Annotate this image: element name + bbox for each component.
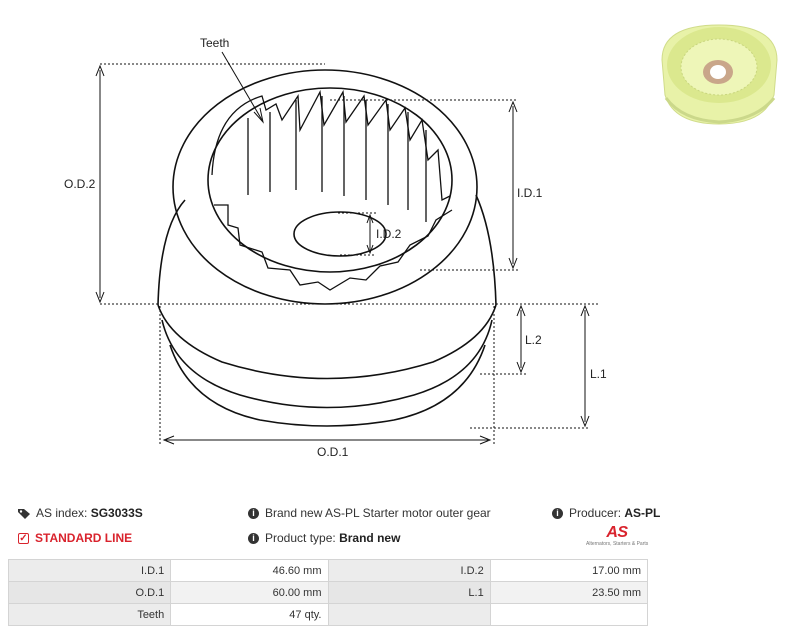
spec-value: 47 qty. (170, 603, 329, 626)
standard-line-text: STANDARD LINE (35, 531, 133, 545)
product-type: i Product type: Brand new (248, 531, 400, 545)
as-pl-logo: AS Alternators, Starters & Parts (586, 524, 648, 552)
producer-label: Producer: (569, 506, 622, 520)
spec-value: 17.00 mm (489, 559, 649, 582)
info-icon: i (248, 532, 259, 544)
description-text: Brand new AS-PL Starter motor outer gear (265, 506, 491, 520)
table-row: Teeth 47 qty. (7, 603, 649, 626)
spec-label: L.1 (327, 581, 491, 604)
spec-label (327, 603, 491, 626)
id1-label: I.D.1 (517, 186, 543, 200)
logo-mark: AS (606, 524, 628, 541)
product-type-value: Brand new (339, 531, 401, 545)
specs-table: I.D.1 46.60 mm I.D.2 17.00 mm O.D.1 60.0… (7, 559, 649, 626)
checkbox-icon: ✓ (18, 532, 29, 544)
tag-icon (18, 508, 30, 519)
spec-value (489, 603, 649, 626)
id2-label: I.D.2 (376, 227, 402, 241)
standard-line-badge: ✓ STANDARD LINE (18, 531, 132, 545)
info-icon: i (552, 507, 563, 519)
table-row: O.D.1 60.00 mm L.1 23.50 mm (7, 581, 649, 604)
info-icon: i (248, 507, 259, 519)
l2-label: L.2 (525, 333, 542, 347)
spec-label: I.D.2 (327, 559, 491, 582)
as-index-value: SG3033S (90, 506, 143, 520)
spec-label: Teeth (7, 603, 172, 626)
producer-value: AS-PL (624, 506, 661, 520)
product-type-label: Product type: (265, 531, 336, 545)
product-thumbnail[interactable] (652, 20, 787, 132)
producer: i Producer: AS-PL (552, 506, 660, 520)
logo-tagline: Alternators, Starters & Parts (586, 541, 649, 547)
od1-label: O.D.1 (317, 445, 349, 459)
spec-label: I.D.1 (7, 559, 172, 582)
teeth-label: Teeth (200, 36, 229, 50)
spec-value: 60.00 mm (170, 581, 329, 604)
spec-value: 46.60 mm (170, 559, 329, 582)
technical-drawing: Teeth O.D.2 I.D.1 I.D.2 L.2 L.1 O.D.1 (64, 36, 607, 459)
product-description: i Brand new AS-PL Starter motor outer ge… (248, 506, 491, 520)
od2-label: O.D.2 (64, 177, 96, 191)
as-index: AS index: SG3033S (18, 506, 143, 520)
spec-label: O.D.1 (7, 581, 172, 604)
l1-label: L.1 (590, 367, 607, 381)
as-index-label: AS index: (36, 506, 88, 520)
spec-value: 23.50 mm (489, 581, 649, 604)
table-row: I.D.1 46.60 mm I.D.2 17.00 mm (7, 559, 649, 582)
